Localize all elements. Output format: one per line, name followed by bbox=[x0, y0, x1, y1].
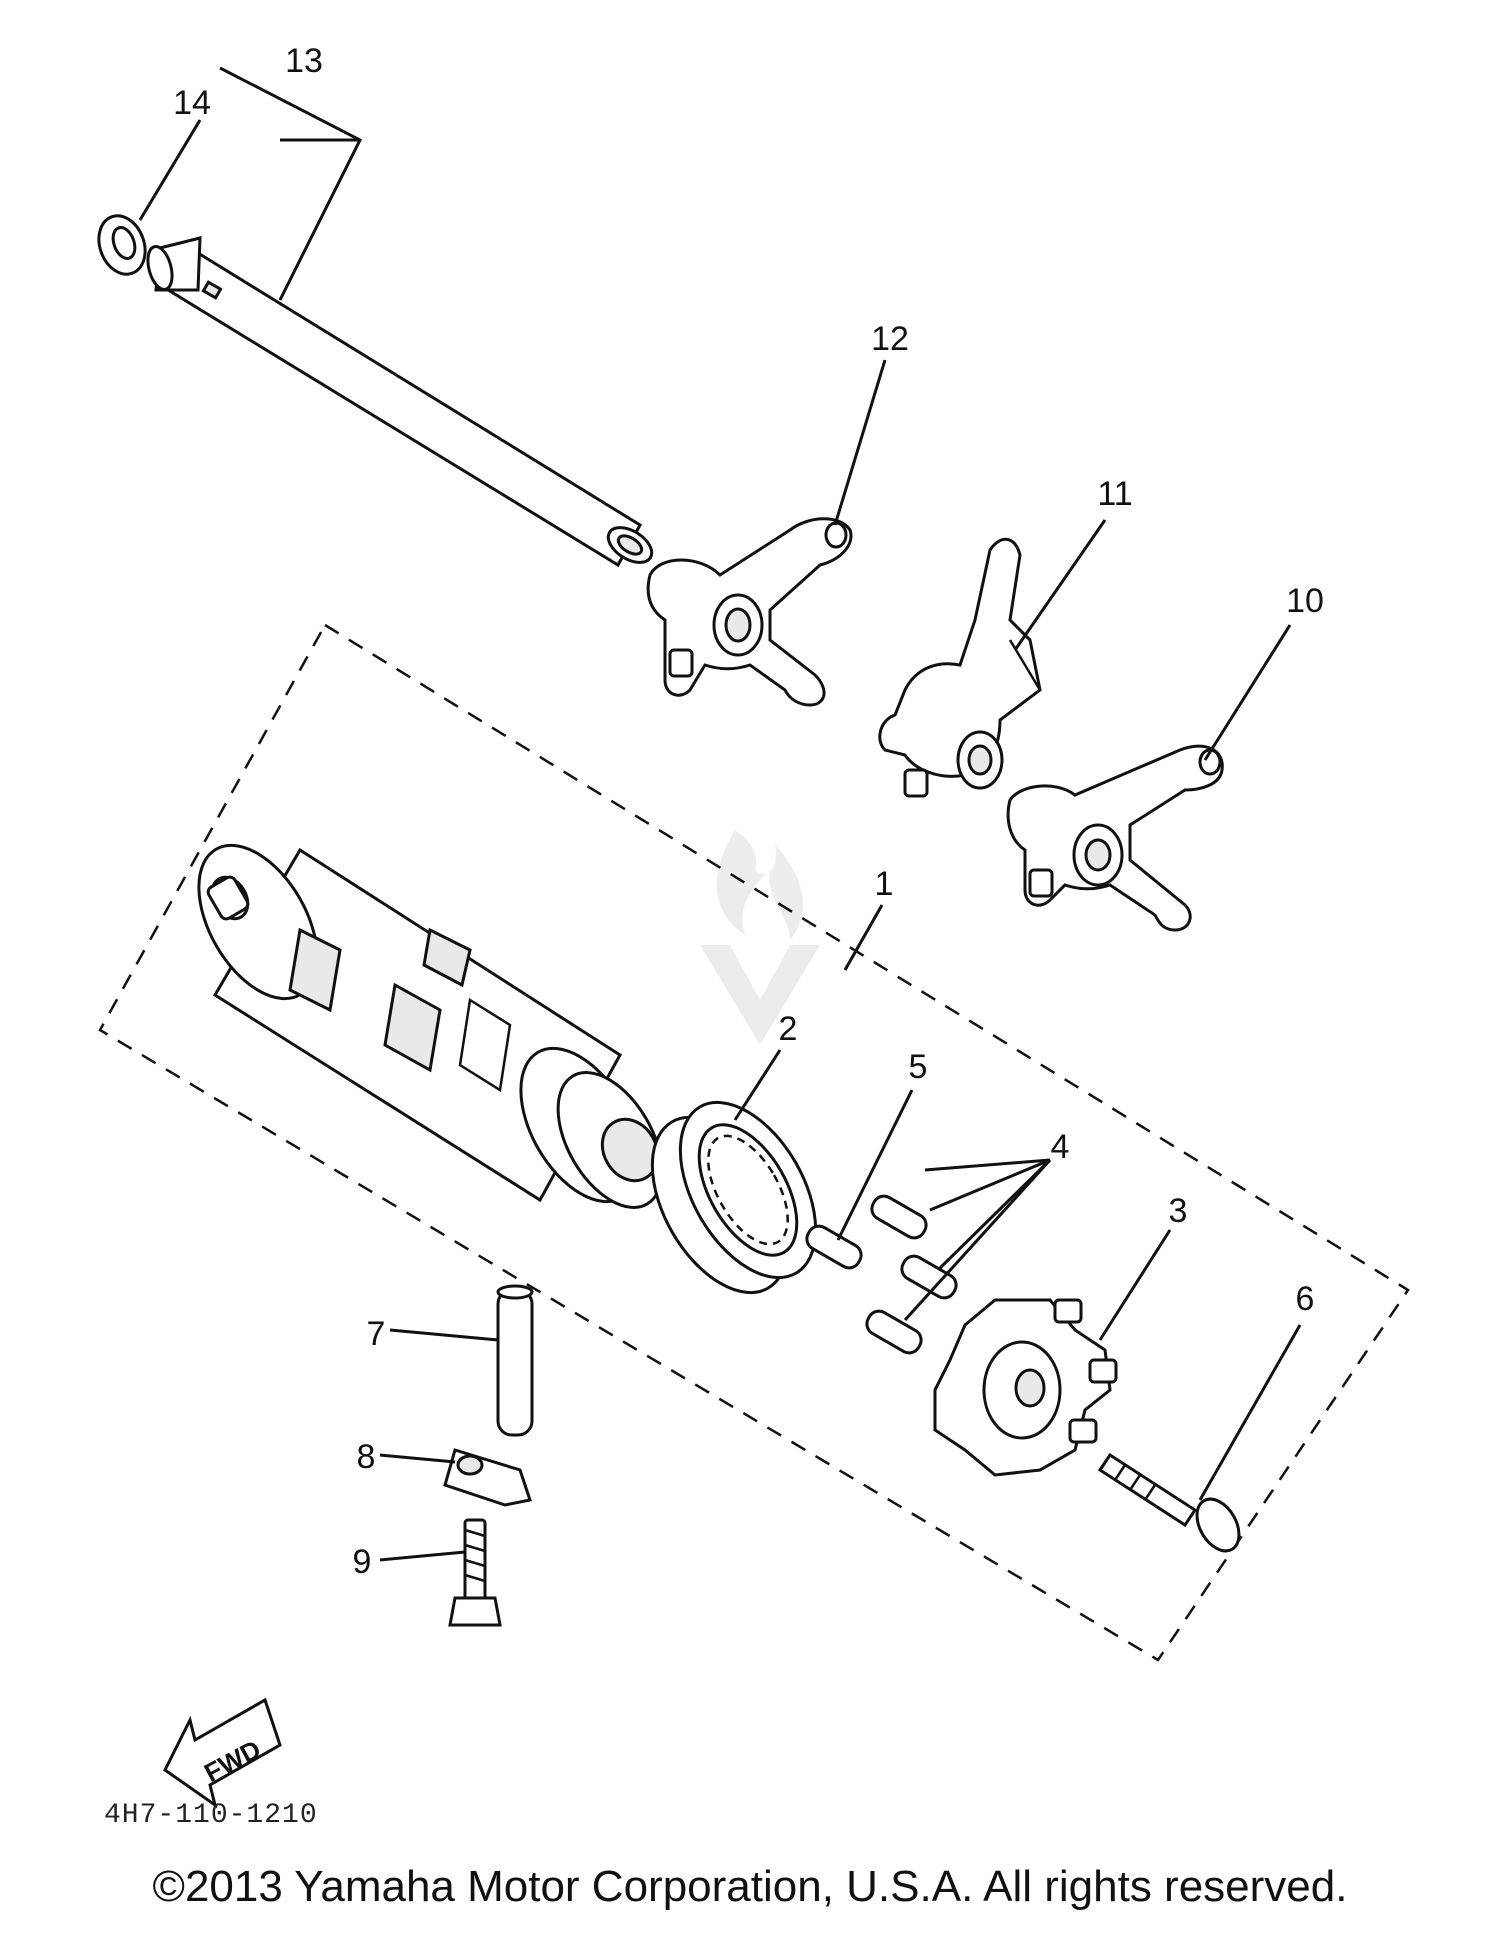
callout-14: 14 bbox=[173, 84, 211, 122]
callout-8: 8 bbox=[357, 1438, 376, 1476]
callout-6: 6 bbox=[1296, 1280, 1315, 1318]
callout-4: 4 bbox=[1051, 1128, 1070, 1166]
shift-fork-10 bbox=[1006, 744, 1224, 932]
shift-fork-11 bbox=[878, 537, 1042, 798]
segment-bolt bbox=[1097, 1452, 1241, 1553]
callout-9: 9 bbox=[353, 1543, 372, 1581]
shift-fork-12 bbox=[646, 517, 853, 707]
needle-bearing bbox=[650, 1100, 818, 1295]
callout-11: 11 bbox=[1097, 475, 1132, 513]
stopper-plate bbox=[443, 1448, 532, 1507]
assembly-boundary bbox=[98, 623, 1410, 1662]
circlip bbox=[97, 214, 147, 276]
callout-13: 13 bbox=[285, 42, 323, 80]
shift-drum bbox=[197, 843, 664, 1209]
callout-2: 2 bbox=[779, 1010, 798, 1048]
callout-12: 12 bbox=[871, 320, 909, 358]
callout-1: 1 bbox=[875, 865, 894, 903]
copyright-notice: ©2013 Yamaha Motor Corporation, U.S.A. A… bbox=[152, 1862, 1348, 1911]
callout-3: 3 bbox=[1169, 1192, 1188, 1230]
callout-7: 7 bbox=[367, 1315, 386, 1353]
stopper-pin bbox=[496, 1284, 534, 1437]
diagram-code: 4H7-110-1210 bbox=[104, 1800, 318, 1831]
shift-fork-shaft bbox=[146, 236, 654, 568]
dowel-pins bbox=[805, 1194, 958, 1355]
forward-arrow-icon: FWD bbox=[163, 1697, 282, 1809]
stopper-bolt bbox=[448, 1518, 502, 1627]
callout-5: 5 bbox=[909, 1048, 928, 1086]
leader-lines bbox=[138, 66, 1302, 1562]
callout-10: 10 bbox=[1286, 582, 1324, 620]
watermark-logo bbox=[700, 830, 820, 1045]
segment-plate bbox=[933, 1298, 1118, 1477]
